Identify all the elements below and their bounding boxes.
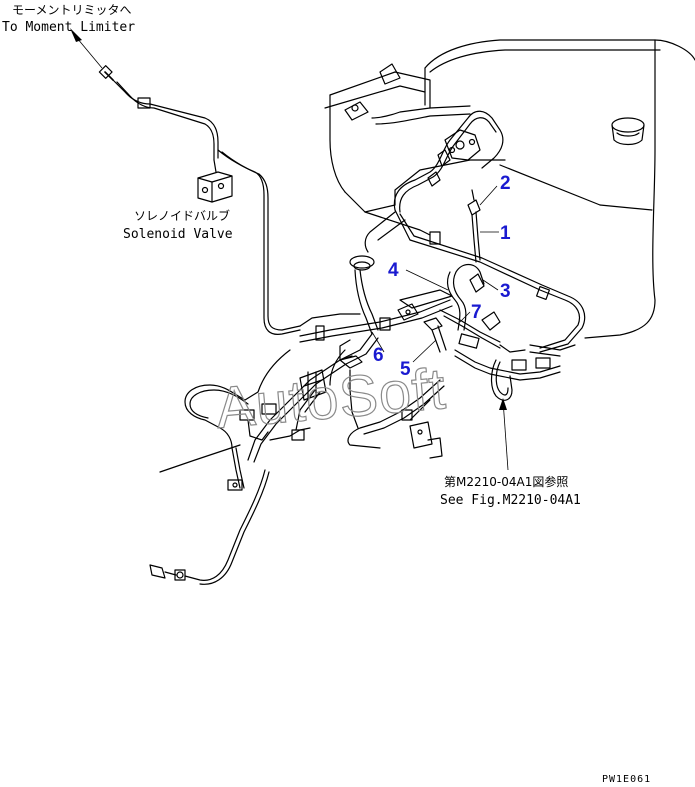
drawing-code: PW1E061 [602,774,651,785]
callout-2: 2 [500,173,511,194]
callout-5: 5 [400,359,411,380]
solenoid-label-jp: ソレノイドバルブ [134,208,230,223]
callout-leaders [371,185,509,471]
callout-6: 6 [373,345,384,366]
moment-limiter-label-en: To Moment Limiter [2,20,135,35]
watermark-text: AutoSoft [213,356,448,441]
main-harness [149,105,586,585]
moment-limiter-label-jp: モーメントリミッタへ [12,3,132,17]
see-fig-label-en: See Fig.M2210-04A1 [440,493,581,508]
callout-4: 4 [388,260,399,281]
limiter-harness [70,28,361,335]
see-fig-label-jp: 第M2210-04A1図参照 [444,474,568,489]
solenoid-label-en: Solenoid Valve [123,227,233,242]
fuel-tank [424,39,695,339]
callout-1: 1 [500,223,511,244]
callout-7: 7 [471,302,482,323]
callout-3: 3 [500,281,511,302]
battery-box [324,63,506,236]
